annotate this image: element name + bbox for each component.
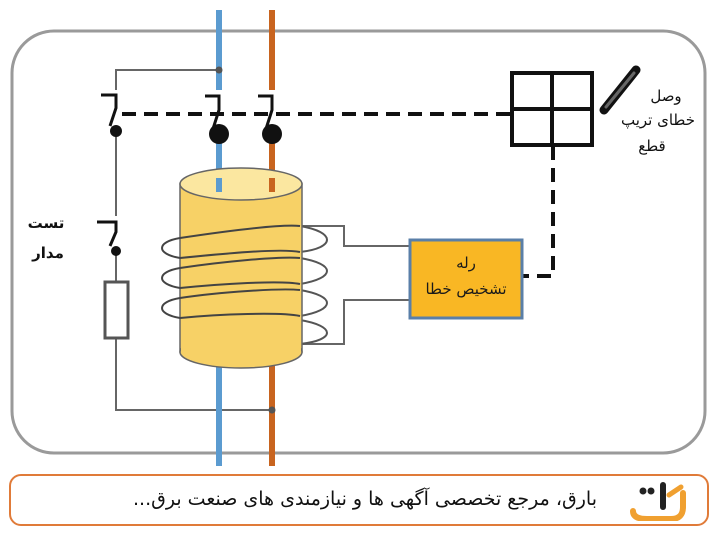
fault-relay-box xyxy=(408,238,524,320)
test-resistor xyxy=(103,280,130,340)
footer-banner: بارق، مرجع تخصصی آگهی ها و نیازمندی های … xyxy=(9,474,709,526)
off-label: قطع xyxy=(638,137,665,155)
main-contact-live xyxy=(258,94,282,144)
test-label: تست xyxy=(28,214,65,232)
test-button-switch xyxy=(97,220,121,256)
barq-logo-icon xyxy=(630,482,686,521)
main-contact-neutral xyxy=(205,94,229,144)
trip-mechanism xyxy=(510,71,594,147)
circuit-label: مدار xyxy=(31,244,64,262)
sense-coil-leads xyxy=(300,225,410,345)
toroid-core xyxy=(161,167,328,369)
relay-trip-link xyxy=(510,146,555,278)
relay-label-2: تشخیص خطا xyxy=(425,280,506,298)
trip-label: خطای تریپ xyxy=(621,111,695,130)
enclosure-frame xyxy=(10,29,707,455)
footer-tagline: بارق، مرجع تخصصی آگهی ها و نیازمندی های … xyxy=(133,488,597,510)
reset-label: وصل xyxy=(650,87,681,105)
relay-label-1: رله xyxy=(456,254,476,272)
aux-contact xyxy=(101,93,122,137)
